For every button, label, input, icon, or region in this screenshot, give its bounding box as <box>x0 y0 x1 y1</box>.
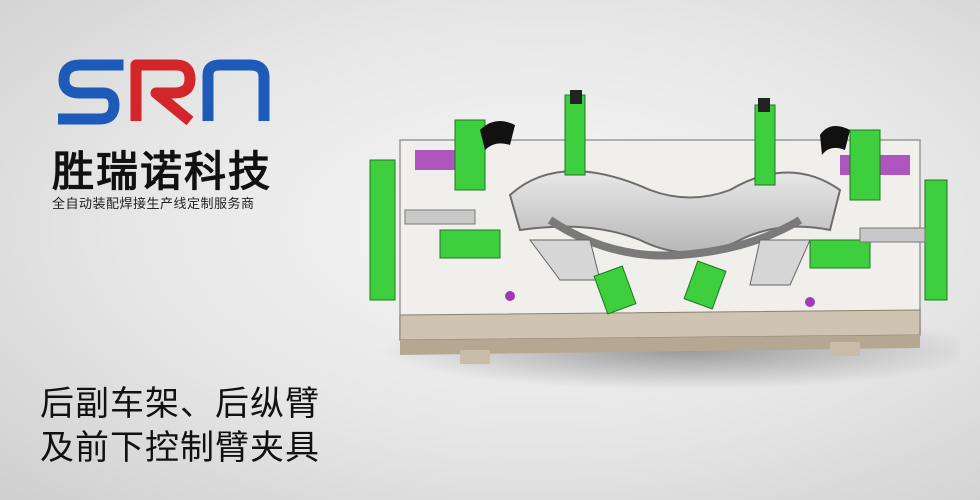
product-title-line-1: 后副车架、后纵臂 <box>40 384 320 424</box>
brand-tagline: 全自动装配焊接生产线定制服务商 <box>52 197 255 212</box>
srn-logo-icon <box>58 59 270 126</box>
brand-name: 胜瑞诺科技 <box>52 147 273 196</box>
product-title-line-2: 及前下控制臂夹具 <box>40 428 320 468</box>
welding-fixture-image <box>369 90 960 390</box>
product-title: 后副车架、后纵臂 及前下控制臂夹具 <box>40 382 400 470</box>
